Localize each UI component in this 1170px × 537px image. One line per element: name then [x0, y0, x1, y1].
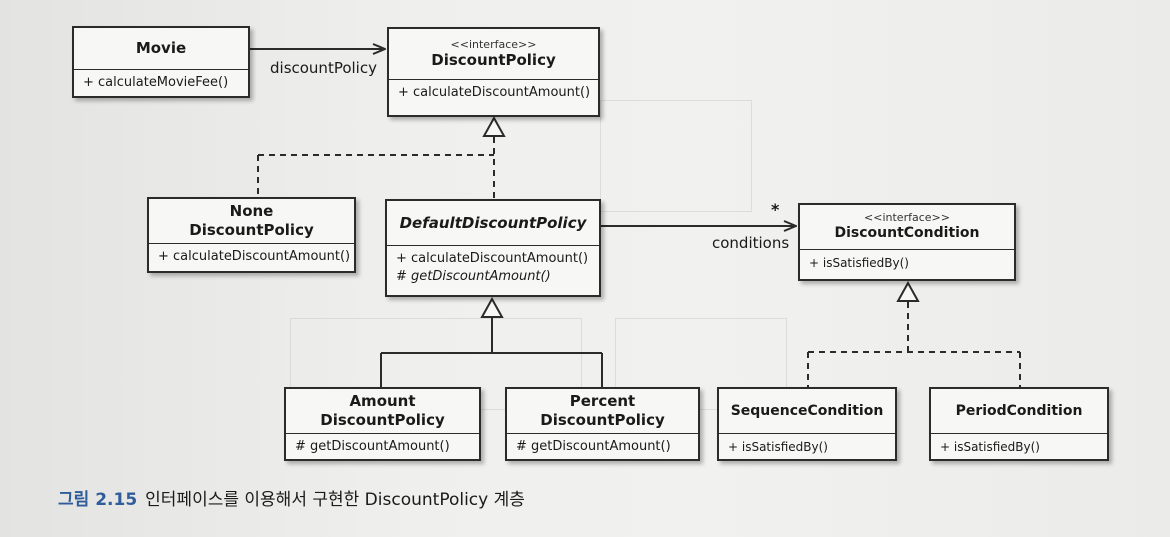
class-header: <<interface>> DiscountCondition: [800, 205, 1014, 250]
class-header: PeriodCondition: [931, 389, 1107, 434]
class-movie: Movie + calculateMovieFee(): [72, 26, 250, 98]
operations: # getDiscountAmount(): [286, 434, 479, 456]
class-name-line2: DiscountPolicy: [540, 411, 665, 429]
class-percent-discountpolicy: Percent DiscountPolicy # getDiscountAmou…: [505, 387, 700, 461]
class-name: DiscountPolicy: [431, 51, 556, 69]
bleed-through-box: [615, 318, 787, 410]
operation: + isSatisfiedBy(): [809, 256, 909, 270]
operation: + calculateDiscountAmount(): [158, 249, 351, 264]
conditions-role-label: conditions: [712, 234, 790, 252]
class-name-line2: DiscountPolicy: [320, 411, 445, 429]
class-header: None DiscountPolicy: [149, 199, 354, 244]
stereotype: <<interface>>: [450, 38, 537, 51]
operations: + calculateDiscountAmount(): [149, 244, 354, 266]
class-default-discountpolicy: DefaultDiscountPolicy + calculateDiscoun…: [385, 199, 601, 297]
operation: + isSatisfiedBy(): [940, 440, 1040, 454]
figure-caption-text: 인터페이스를 이용해서 구현한 DiscountPolicy 계층: [145, 490, 525, 510]
operations: + isSatisfiedBy(): [931, 434, 1107, 456]
conditions-multiplicity: *: [771, 200, 780, 219]
bleed-through-box: [600, 100, 752, 212]
operation: + calculateMovieFee(): [83, 75, 229, 90]
class-none-discountpolicy: None DiscountPolicy + calculateDiscountA…: [147, 197, 356, 273]
class-sequencecondition: SequenceCondition + isSatisfiedBy(): [717, 387, 897, 461]
interface-discountcondition: <<interface>> DiscountCondition + isSati…: [798, 203, 1016, 281]
operations: + calculateDiscountAmount() # getDiscoun…: [387, 246, 599, 286]
operations: + isSatisfiedBy(): [719, 434, 895, 456]
class-name: DiscountCondition: [834, 225, 980, 241]
operation: + calculateDiscountAmount(): [396, 251, 589, 266]
discountpolicy-role-label: discountPolicy: [270, 59, 377, 77]
class-name: SequenceCondition: [730, 402, 884, 419]
operation: # getDiscountAmount(): [295, 439, 450, 454]
class-header: SequenceCondition: [719, 389, 895, 434]
operations: # getDiscountAmount(): [507, 434, 698, 456]
realization-triangle: [896, 280, 920, 302]
class-name-line1: Percent: [569, 392, 636, 410]
class-header: <<interface>> DiscountPolicy: [389, 29, 598, 80]
class-header: Amount DiscountPolicy: [286, 389, 479, 434]
interface-discountpolicy: <<interface>> DiscountPolicy + calculate…: [387, 27, 600, 117]
class-name-line1: Amount: [349, 392, 416, 410]
operation: # getDiscountAmount(): [516, 439, 671, 454]
class-header: Movie: [74, 28, 248, 70]
operations: + calculateDiscountAmount(): [389, 80, 598, 102]
figure-caption: 그림 2.15 인터페이스를 이용해서 구현한 DiscountPolicy 계층: [58, 485, 525, 510]
realization-triangle: [482, 115, 506, 137]
operations: + calculateMovieFee(): [74, 70, 248, 92]
operations: + isSatisfiedBy(): [800, 250, 1014, 272]
class-name-line2: DiscountPolicy: [189, 221, 314, 239]
class-name: DefaultDiscountPolicy: [399, 213, 587, 232]
figure-number: 그림 2.15: [58, 490, 138, 510]
class-name: Movie: [135, 39, 187, 57]
class-amount-discountpolicy: Amount DiscountPolicy # getDiscountAmoun…: [284, 387, 481, 461]
class-name-line1: None: [229, 202, 274, 220]
class-periodcondition: PeriodCondition + isSatisfiedBy(): [929, 387, 1109, 461]
stereotype: <<interface>>: [864, 211, 950, 224]
operation: + isSatisfiedBy(): [728, 440, 828, 454]
operation: # getDiscountAmount(): [396, 269, 551, 284]
class-name: PeriodCondition: [955, 402, 1083, 419]
class-header: DefaultDiscountPolicy: [387, 201, 599, 246]
operation: + calculateDiscountAmount(): [398, 85, 591, 100]
generalization-triangle: [480, 296, 504, 318]
class-header: Percent DiscountPolicy: [507, 389, 698, 434]
